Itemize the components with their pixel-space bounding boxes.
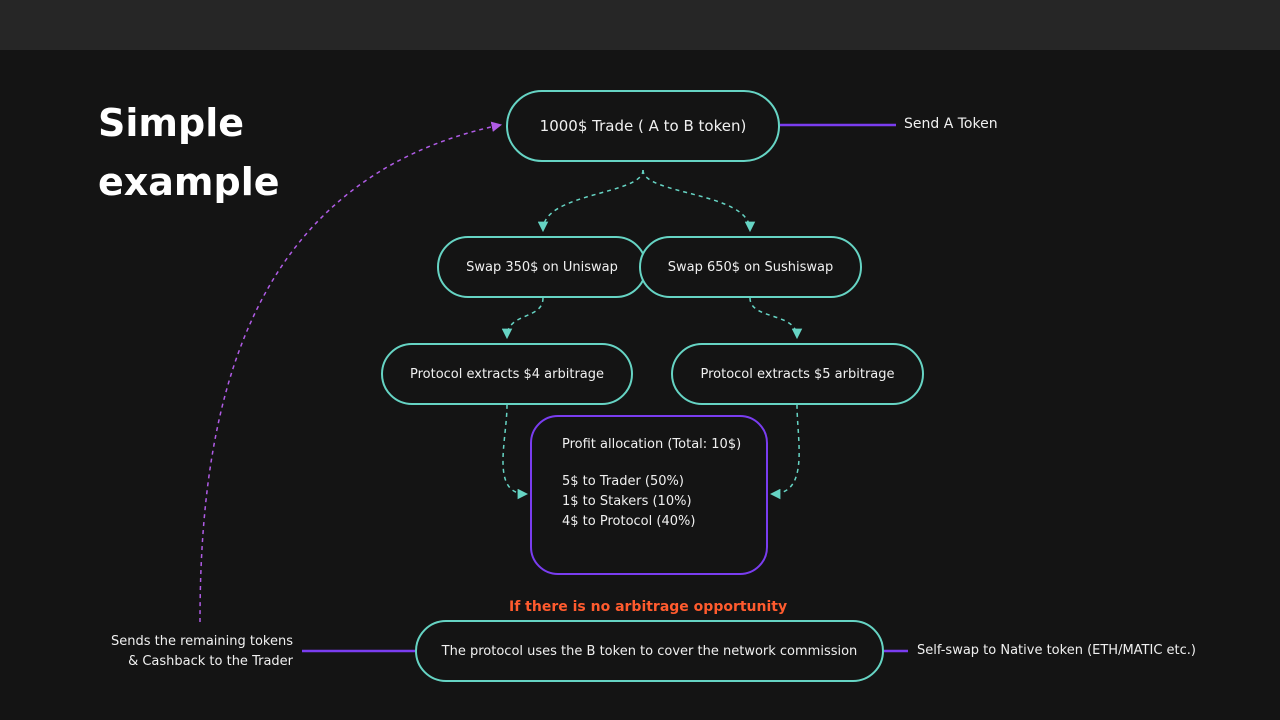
edge-swap-1-to-extract-1 [501, 297, 544, 340]
swap-node-uniswap: Swap 350$ on Uniswap [437, 236, 647, 298]
fallback-node: The protocol uses the B token to cover t… [415, 620, 884, 682]
no-arbitrage-warning: If there is no arbitrage opportunity [509, 599, 788, 615]
fallback-label: The protocol uses the B token to cover t… [441, 643, 858, 659]
send-token-label: Send A Token [904, 116, 998, 132]
edge-trade-to-swap-1 [537, 169, 644, 233]
cashback-note-line-1: Sends the remaining tokens [110, 634, 293, 649]
swap-node-sushiswap: Swap 650$ on Sushiswap [639, 236, 862, 298]
edge-extract-1-to-allocation [502, 404, 529, 500]
title-line-1: Simple [98, 101, 244, 145]
allocation-stakers: 1$ to Stakers (10%) [562, 494, 692, 509]
extract-node-5: Protocol extracts $5 arbitrage [671, 343, 924, 405]
self-swap-note: Self-swap to Native token (ETH/MATIC etc… [917, 643, 1196, 658]
edge-swap-2-to-extract-2 [749, 297, 803, 340]
allocation-heading: Profit allocation (Total: 10$) [562, 437, 742, 452]
trade-label: 1000$ Trade ( A to B token) [539, 117, 747, 135]
profit-allocation-box: Profit allocation (Total: 10$) 5$ to Tra… [530, 415, 768, 575]
trade-node: 1000$ Trade ( A to B token) [506, 90, 780, 162]
edge-trade-to-swap-2 [642, 169, 756, 233]
swap-label: Swap 350$ on Uniswap [466, 259, 618, 275]
allocation-protocol: 4$ to Protocol (40%) [562, 514, 696, 529]
top-bar [0, 0, 1280, 50]
extract-label: Protocol extracts $4 arbitrage [409, 366, 605, 382]
page-title: Simple example [98, 94, 280, 212]
swap-label: Swap 650$ on Sushiswap [667, 259, 834, 275]
edge-extract-2-to-allocation [769, 404, 800, 500]
cashback-note: Sends the remaining tokens & Cashback to… [111, 632, 293, 672]
title-line-2: example [98, 160, 280, 204]
cashback-note-line-2: & Cashback to the Trader [128, 654, 293, 669]
extract-node-4: Protocol extracts $4 arbitrage [381, 343, 633, 405]
allocation-trader: 5$ to Trader (50%) [562, 474, 684, 489]
extract-label: Protocol extracts $5 arbitrage [700, 366, 895, 382]
